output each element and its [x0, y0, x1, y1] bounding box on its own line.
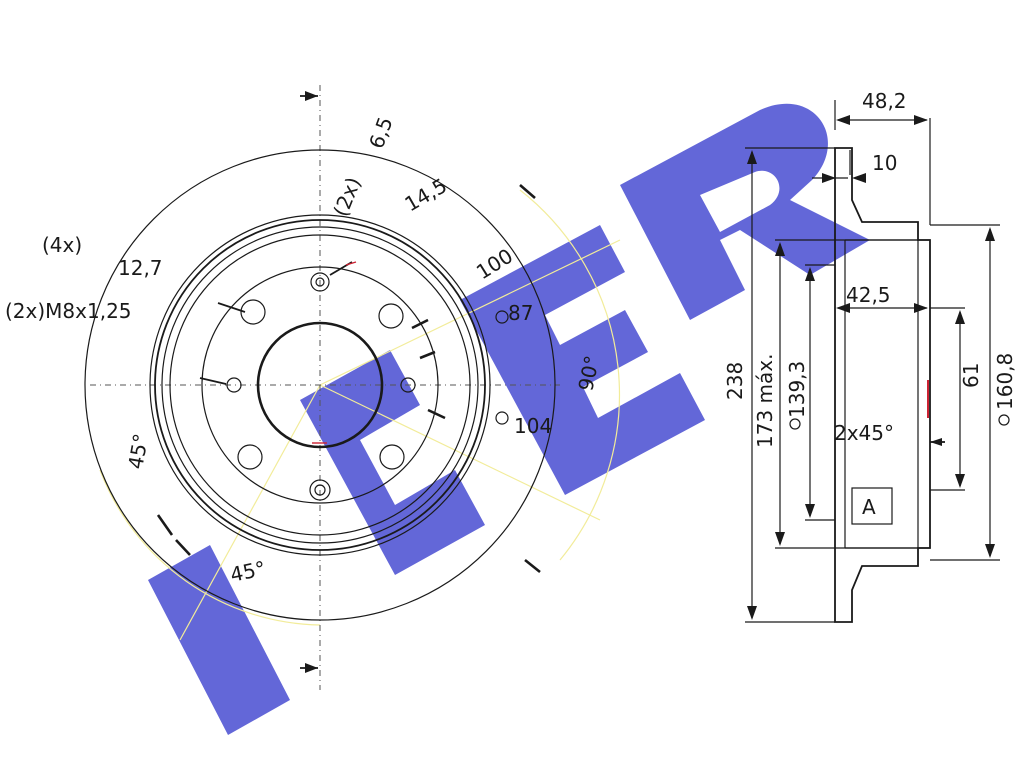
label-dim-87: 87 [508, 301, 533, 325]
label-dim-48-2: 48,2 [862, 89, 907, 113]
label-threaded-holes: (2x)M8x1,25 [5, 299, 132, 323]
bolt-hole-top-right [378, 303, 404, 329]
label-angle-45-left: 45° [123, 432, 153, 471]
watermark-letter-r [620, 103, 870, 320]
small-hole-top-inner [315, 277, 325, 287]
center-bore [256, 321, 384, 449]
construction-lines [99, 189, 621, 641]
watermark-letter-i [148, 545, 290, 735]
small-hole-bottom-inner [314, 484, 326, 496]
label-chamfer: 2x45° [834, 421, 894, 445]
threaded-hole-left [226, 377, 242, 393]
hub-ring [201, 266, 439, 504]
label-holes-4x: (4x) [42, 233, 82, 257]
drum-section-profile [834, 147, 931, 623]
disc-inner-edge [149, 214, 491, 556]
small-hole-top [310, 272, 330, 292]
label-holes-2x: (2x) [328, 174, 365, 220]
detail-a-box [851, 487, 893, 525]
drum-ring-outer [154, 219, 486, 551]
label-dim-173-max: 173 máx. [753, 354, 777, 448]
watermark-letter-e [460, 225, 705, 495]
watermark-letter-c [300, 350, 485, 575]
outer-disc-edge [84, 149, 556, 621]
threaded-hole-right [400, 377, 416, 393]
label-angle-45-bottom: 45° [228, 556, 268, 587]
icer-watermark [148, 103, 870, 735]
drum-ring-inner [169, 234, 471, 536]
label-dim-14-5: 14,5 [401, 173, 452, 216]
drum-ring-mid [161, 226, 479, 544]
label-dim-160-8: 160,8 [993, 353, 1017, 410]
side-view: 48,2 10 42,5 2x45° A 238 173 máx. 139,3 … [723, 89, 1017, 623]
front-view: (4x) 12,7 (2x)M8x1,25 45° 45° 90° 6,5 (2… [5, 85, 621, 690]
label-detail-a: A [862, 495, 876, 519]
label-dim-10: 10 [872, 151, 897, 175]
label-dim-42-5: 42,5 [846, 283, 891, 307]
label-dim-6-5: 6,5 [364, 114, 397, 152]
label-dim-238: 238 [723, 362, 747, 400]
label-dim-139-3: 139,3 [785, 361, 809, 418]
bolt-hole-bottom-left [237, 444, 263, 470]
label-dim-104: 104 [514, 414, 552, 438]
bolt-hole-top-left [240, 299, 266, 325]
bolt-hole-bottom-right [379, 444, 405, 470]
small-hole-bottom [309, 479, 331, 501]
label-hole-diameter: 12,7 [118, 256, 163, 280]
label-dim-61: 61 [959, 363, 983, 388]
